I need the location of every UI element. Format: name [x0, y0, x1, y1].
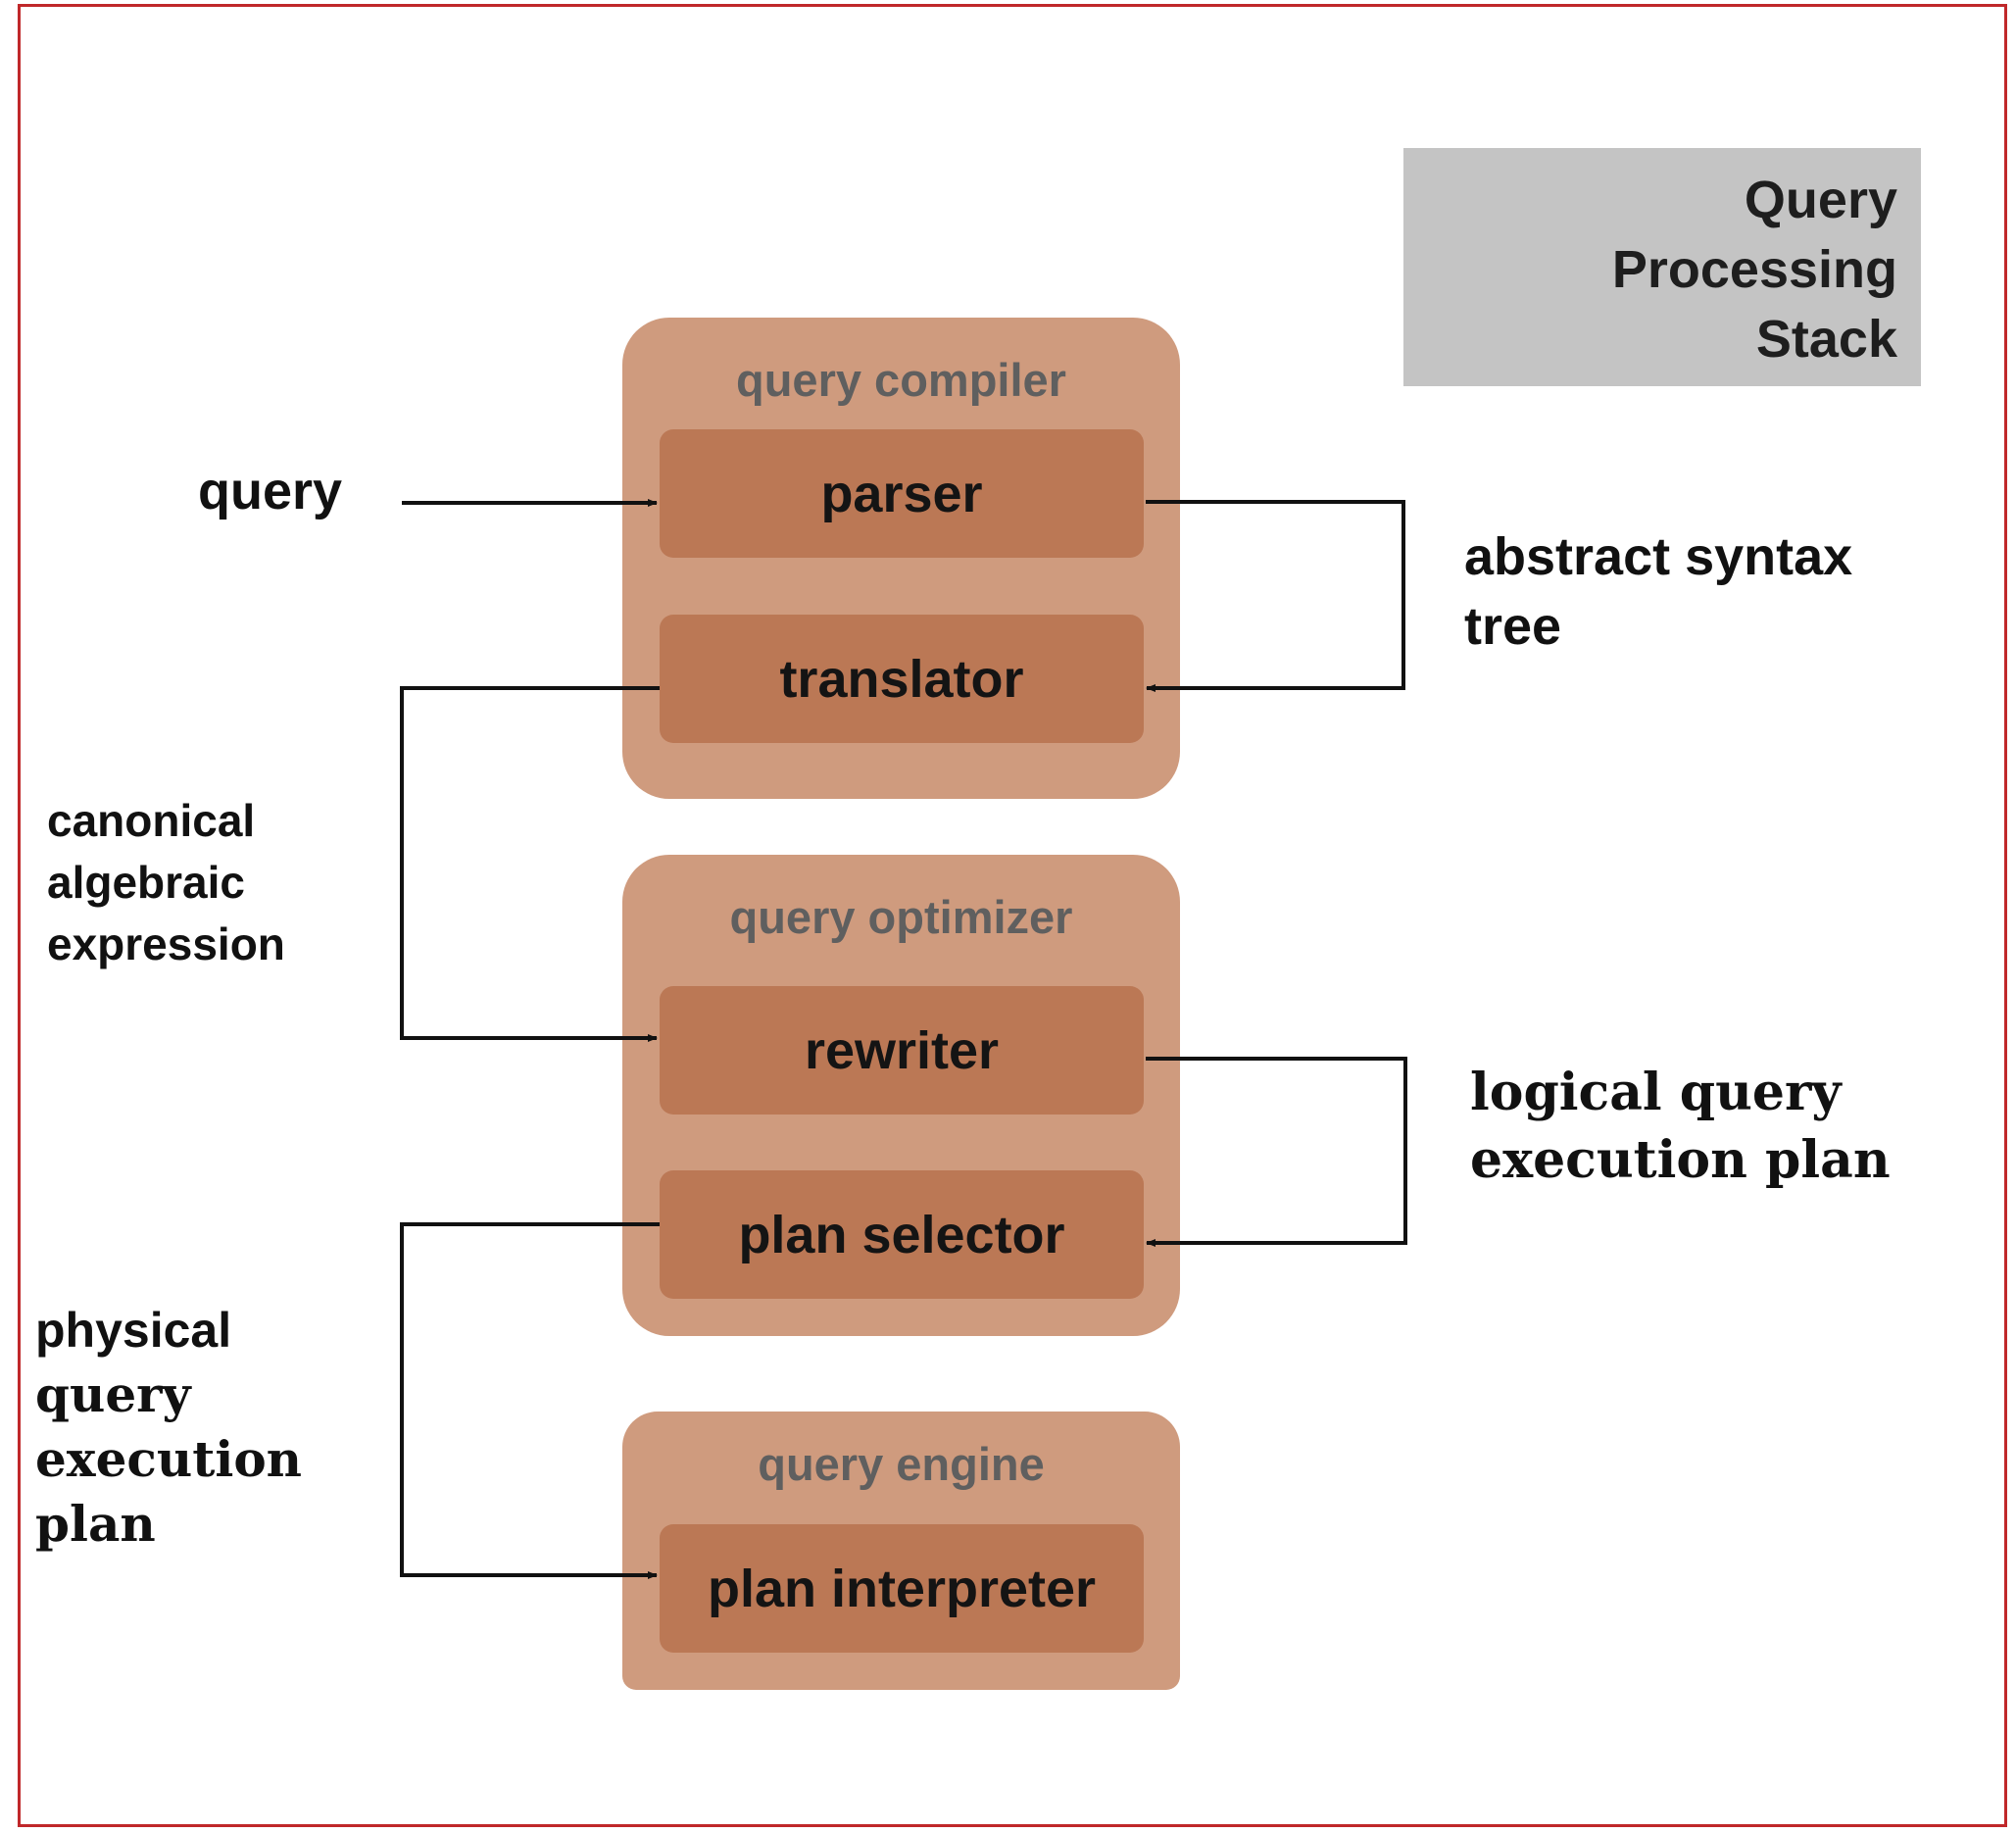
query-input-label: query [198, 462, 343, 520]
plan-interpreter-module: plan interpreter [660, 1524, 1144, 1653]
label-line: plan [35, 1495, 156, 1553]
rewriter-module: rewriter [660, 986, 1144, 1115]
query-optimizer-group: query optimizer rewriter plan selector [622, 855, 1180, 1336]
label-line: algebraic [47, 857, 245, 908]
abstract-syntax-tree-label: abstract syntax tree [1464, 522, 1852, 662]
label-line: tree [1464, 597, 1562, 656]
logical-query-execution-plan-label: logical query execution plan [1470, 1059, 1891, 1194]
rewriter-to-plan-selector-arrow [1146, 1057, 1407, 1247]
group-label: query compiler [736, 354, 1066, 406]
parser-to-translator-arrow [1146, 500, 1405, 692]
title-line: Query [1744, 171, 1897, 229]
label-line: expression [47, 918, 285, 969]
query-engine-group: query engine plan interpreter [622, 1412, 1180, 1690]
plan-selector-module: plan selector [660, 1170, 1144, 1299]
label-line: logical query [1470, 1063, 1842, 1122]
group-label: query optimizer [729, 891, 1073, 943]
label-line: physical [35, 1303, 232, 1358]
translator-module: translator [660, 615, 1144, 743]
label-line: execution plan [1470, 1130, 1891, 1190]
title-line: Stack [1755, 310, 1897, 369]
query-compiler-group: query compiler parser translator [622, 318, 1180, 799]
label-line: query [35, 1365, 191, 1423]
label-line: canonical [47, 795, 256, 846]
label-line: abstract syntax [1464, 527, 1853, 586]
physical-query-execution-plan-label: physical query execution plan [35, 1298, 302, 1557]
parser-module: parser [660, 429, 1144, 558]
plan-selector-to-interpreter-arrow [400, 1222, 660, 1579]
label-line: execution [35, 1430, 303, 1488]
group-label: query engine [758, 1438, 1045, 1490]
diagram-title: Query Processing Stack [1403, 148, 1921, 386]
title-line: Processing [1611, 240, 1897, 299]
translator-to-rewriter-arrow [400, 686, 660, 1042]
canonical-algebraic-expression-label: canonical algebraic expression [47, 790, 285, 975]
